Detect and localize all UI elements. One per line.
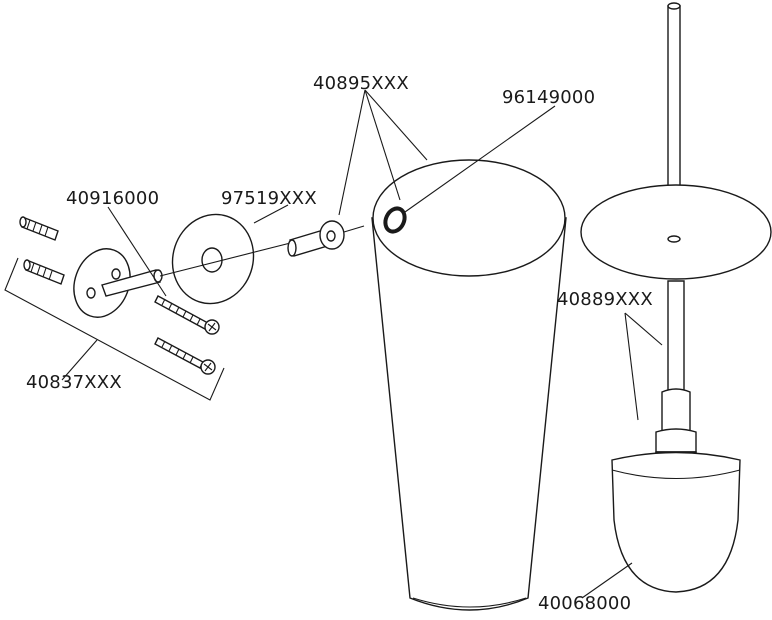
label-40068000: 40068000 <box>538 593 631 614</box>
label-97519xxx: 97519XXX <box>221 188 317 209</box>
gasket-ring <box>383 206 407 234</box>
label-40837xxx: 40837XXX <box>26 372 122 393</box>
label-40895xxx: 40895XXX <box>313 73 409 94</box>
screw-lower <box>154 337 216 375</box>
leader-lines <box>61 89 663 599</box>
wall-plug-upper <box>19 216 59 241</box>
screw-set-bracket <box>4 257 225 401</box>
label-40889xxx: 40889XXX <box>557 289 653 310</box>
container-cup <box>371 159 567 611</box>
screw-upper <box>154 295 220 335</box>
washer <box>319 220 345 250</box>
brush-assembly <box>580 2 772 593</box>
cover-rosette <box>171 213 255 305</box>
wall-plug-lower <box>23 259 65 285</box>
label-40916000: 40916000 <box>66 188 159 209</box>
label-96149000: 96149000 <box>502 87 595 108</box>
mounting-plate <box>73 248 163 318</box>
wall-mount-assembly <box>4 213 365 401</box>
